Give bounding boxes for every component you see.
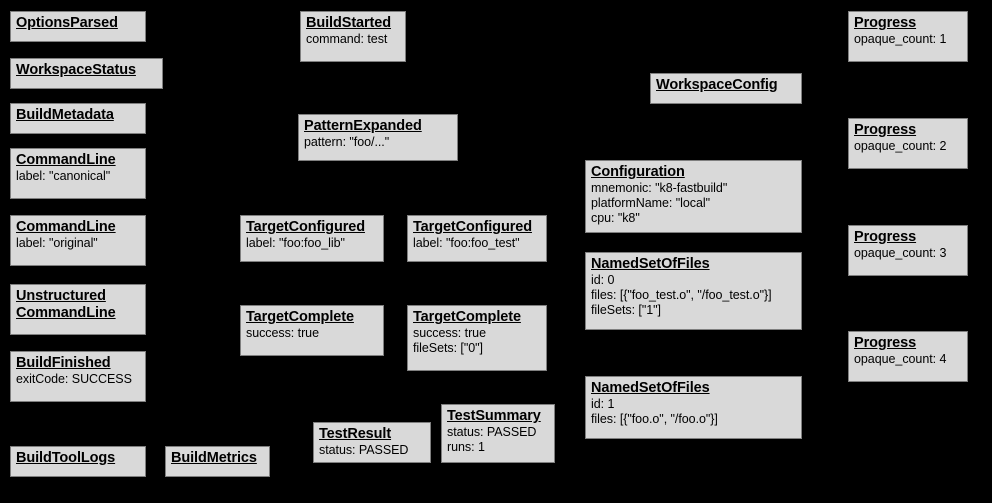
node-field: platformName: "local": [591, 195, 710, 210]
node-title: Progress: [854, 122, 917, 138]
node-title: CommandLine: [16, 152, 116, 168]
node-title: TargetConfigured: [413, 219, 532, 235]
node-title: BuildMetadata: [16, 107, 114, 123]
node-field: status: PASSED: [447, 425, 537, 440]
node-workspace-config[interactable]: WorkspaceConfig: [650, 73, 802, 104]
node-title: NamedSetOfFiles: [591, 380, 710, 396]
node-field: label: "foo:foo_test": [413, 236, 520, 251]
node-title: PatternExpanded: [304, 118, 422, 134]
node-field: runs: 1: [447, 439, 485, 454]
node-title: Configuration: [591, 164, 685, 180]
node-title: TestResult: [319, 426, 392, 442]
node-title: CommandLine: [16, 219, 116, 235]
node-title: OptionsParsed: [16, 15, 118, 31]
node-title: Progress: [854, 15, 917, 31]
node-field: pattern: "foo/...": [304, 135, 390, 150]
node-title: BuildFinished: [16, 355, 111, 371]
node-title: WorkspaceStatus: [16, 62, 136, 78]
node-title: TargetConfigured: [246, 219, 365, 235]
node-build-metadata[interactable]: BuildMetadata: [10, 103, 146, 134]
node-title: Progress: [854, 229, 917, 245]
node-title: TargetComplete: [246, 309, 354, 325]
node-field: id: 0: [591, 273, 615, 288]
node-field: fileSets: ["0"]: [413, 340, 483, 355]
node-title: WorkspaceConfig: [656, 77, 778, 93]
node-options-parsed[interactable]: OptionsParsed: [10, 11, 146, 42]
node-field: id: 1: [591, 397, 615, 412]
node-field: exitCode: SUCCESS: [16, 372, 132, 387]
node-title: Progress: [854, 335, 917, 351]
node-field: opaque_count: 1: [854, 32, 947, 47]
node-field: opaque_count: 4: [854, 352, 947, 367]
node-field: fileSets: ["1"]: [591, 302, 661, 317]
node-field: success: true: [413, 326, 486, 341]
node-title: NamedSetOfFiles: [591, 256, 710, 272]
node-field: label: "foo:foo_lib": [246, 236, 345, 251]
node-field: opaque_count: 2: [854, 139, 947, 154]
node-workspace-status[interactable]: WorkspaceStatus: [10, 58, 163, 89]
node-title: BuildMetrics: [171, 450, 257, 466]
node-field: success: true: [246, 326, 319, 341]
node-field: opaque_count: 3: [854, 246, 947, 261]
node-title: TestSummary: [447, 408, 541, 424]
node-build-metrics[interactable]: BuildMetrics: [165, 446, 270, 477]
node-field: label: "original": [16, 236, 98, 251]
node-title: BuildToolLogs: [16, 450, 116, 466]
node-title: BuildStarted: [306, 15, 392, 31]
node-title: TargetComplete: [413, 309, 521, 325]
node-build-tool-logs[interactable]: BuildToolLogs: [10, 446, 146, 477]
node-unstructured-command-line[interactable]: Unstructured CommandLine: [10, 284, 146, 335]
node-field: label: "canonical": [16, 169, 111, 184]
node-field: mnemonic: "k8-fastbuild": [591, 181, 728, 196]
node-field: files: [{"foo_test.o", "/foo_test.o"}]: [591, 287, 772, 302]
node-field: files: [{"foo.o", "/foo.o"}]: [591, 411, 718, 426]
node-field: command: test: [306, 32, 388, 47]
node-field: status: PASSED: [319, 443, 409, 458]
node-title: Unstructured CommandLine: [16, 288, 116, 322]
node-field: cpu: "k8": [591, 210, 640, 225]
